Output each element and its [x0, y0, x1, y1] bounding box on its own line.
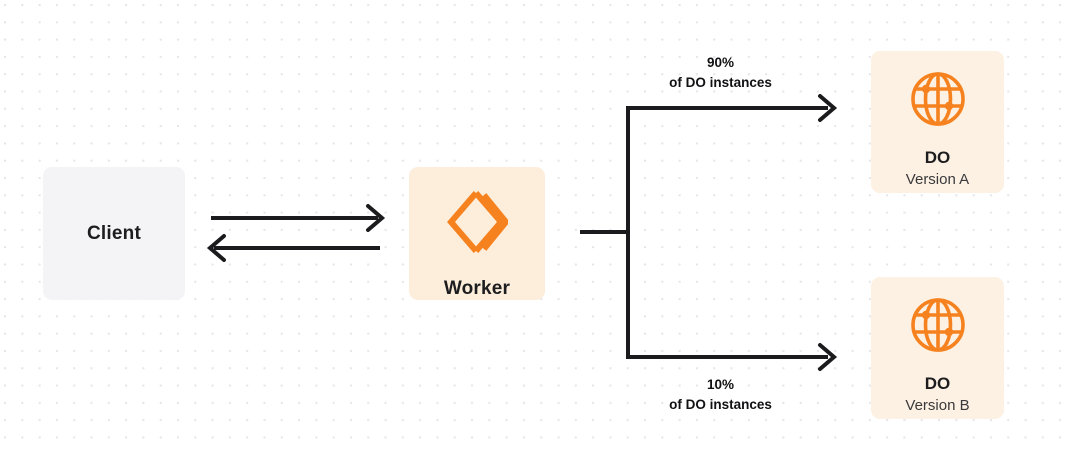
worker-label: Worker: [443, 278, 511, 299]
edge-label-do-b-percent: 10%: [706, 377, 735, 392]
cloudflare-workers-icon: [446, 189, 510, 260]
client-label: Client: [87, 222, 141, 244]
node-worker[interactable]: Worker: [409, 167, 545, 300]
globe-icon: [908, 295, 968, 360]
do-a-subtitle: Version A: [905, 171, 970, 188]
edge-branch-trunk: [580, 106, 630, 359]
do-a-title: DO: [924, 148, 951, 167]
edge-label-do-a-percent: 90%: [706, 55, 735, 70]
node-do-version-a[interactable]: DO Version A: [871, 51, 1004, 193]
edge-worker-to-client: [206, 234, 380, 262]
do-b-subtitle: Version B: [905, 397, 970, 414]
do-b-title: DO: [924, 374, 951, 393]
edge-worker-to-do-b: [626, 343, 838, 371]
globe-icon: [908, 69, 968, 134]
edge-client-to-worker: [211, 204, 386, 232]
edge-label-do-b: 10% of DO instances: [628, 375, 813, 414]
edge-label-do-b-caption: of DO instances: [669, 396, 772, 412]
edge-worker-to-do-a: [626, 94, 838, 122]
edge-label-do-a-caption: of DO instances: [669, 74, 772, 90]
node-client[interactable]: Client: [43, 167, 185, 300]
node-do-version-b[interactable]: DO Version B: [871, 277, 1004, 419]
edge-label-do-a: 90% of DO instances: [628, 53, 813, 92]
